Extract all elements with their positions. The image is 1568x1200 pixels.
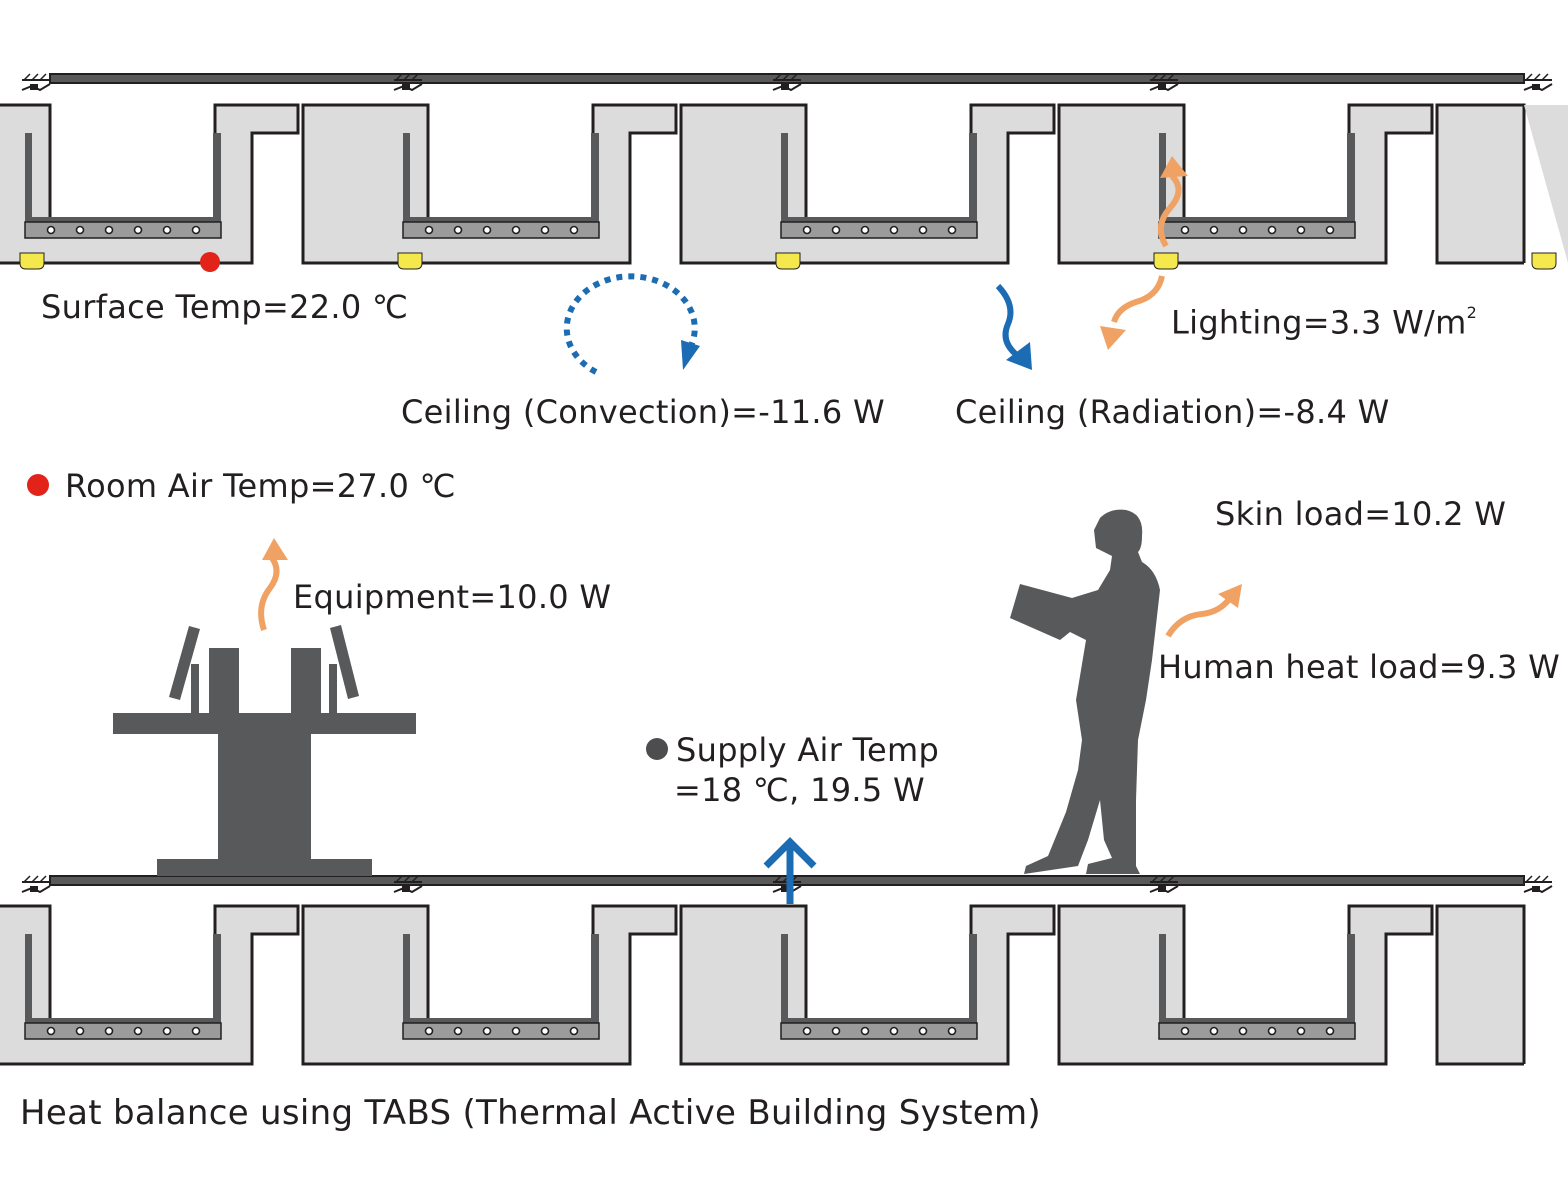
slab-module [679,904,1056,1066]
lighting-label: Lighting=3.3 W/m2 [1171,298,1477,342]
supply-air-temp-label: Supply Air Temp [646,731,939,769]
ceiling-slab [0,73,1568,270]
slab-module [301,103,678,265]
lighting-unit-superscript: 2 [1466,303,1478,322]
supply-air-arrow [763,837,817,904]
ceiling-radiation-label: Ceiling (Radiation)=-8.4 W [955,393,1390,431]
slab-module [1057,904,1434,1066]
radiation-arrow [995,283,1032,370]
human-heat-load-label: Human heat load=9.3 W [1158,648,1561,686]
room-air-temp-label: Room Air Temp=27.0 ℃ [27,467,456,505]
slab-module [301,904,678,1066]
ceiling-light [19,252,1557,270]
lighting-down-arrow [1100,275,1165,350]
convection-arrow [563,273,700,375]
slab-module [0,904,300,1066]
equipment-heat-arrow [258,538,288,631]
skin-load-label: Skin load=10.2 W [1215,495,1507,533]
surface-temp-dot [200,252,220,272]
surface-temp-label: Surface Temp=22.0 ℃ [41,288,409,326]
equipment-label: Equipment=10.0 W [293,578,612,616]
supply-air-dot [646,738,668,760]
lighting-value: Lighting=3.3 W/m [1171,303,1467,342]
supply-air-temp-line1: Supply Air Temp [676,731,940,769]
slab-module [0,103,300,265]
supply-air-temp-value: =18 ℃, 19.5 W [674,771,925,809]
desk-equipment [113,625,416,876]
room-air-temp-dot [27,474,49,496]
lighting-up-arrow [1157,156,1188,248]
ceiling-convection-label: Ceiling (Convection)=-11.6 W [401,393,885,431]
floor-slab [0,875,1568,1070]
room-air-temp-text: Room Air Temp=27.0 ℃ [65,467,456,505]
human-heat-arrow [1165,584,1242,638]
slab-module [1057,103,1434,265]
person-silhouette [1010,509,1160,874]
diagram-caption: Heat balance using TABS (Thermal Active … [20,1093,1041,1133]
slab-module [679,103,1056,265]
